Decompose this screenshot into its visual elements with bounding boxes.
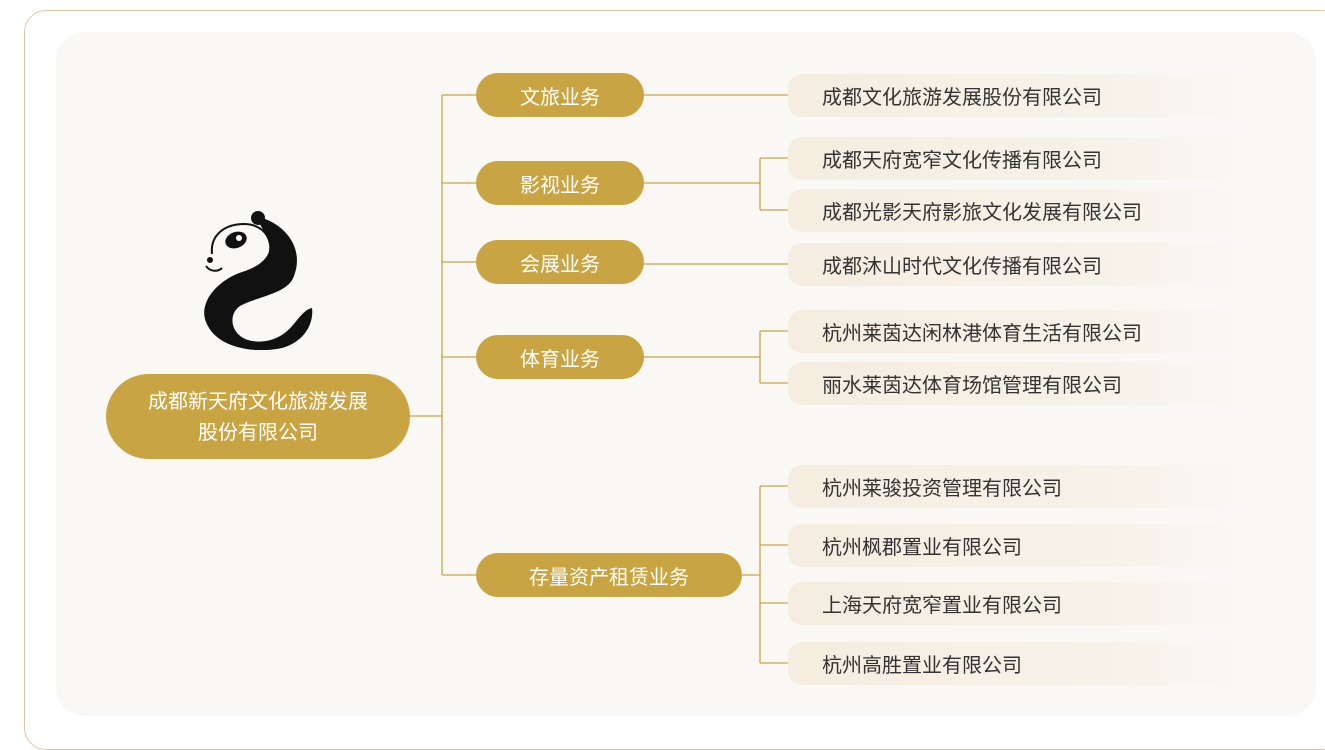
business-node-yingshi: 影视业务 xyxy=(476,161,644,205)
root-company-label: 成都新天府文化旅游发展股份有限公司 xyxy=(148,388,368,444)
company-node: 杭州高胜置业有限公司 xyxy=(788,642,1248,685)
business-node-tiyu: 体育业务 xyxy=(476,335,644,379)
company-node: 成都文化旅游发展股份有限公司 xyxy=(788,74,1248,117)
company-node: 成都天府宽窄文化传播有限公司 xyxy=(788,137,1248,180)
connector-lines xyxy=(410,94,788,664)
company-node: 成都沐山时代文化传播有限公司 xyxy=(788,243,1248,286)
business-node-wenlv: 文旅业务 xyxy=(476,73,644,117)
business-node-huizhan: 会展业务 xyxy=(476,240,644,284)
root-company-node: 成都新天府文化旅游发展股份有限公司 xyxy=(106,374,410,459)
company-node: 杭州莱骏投资管理有限公司 xyxy=(788,465,1248,508)
company-node: 成都光影天府影旅文化发展有限公司 xyxy=(788,189,1248,232)
panda-icon xyxy=(204,211,313,350)
company-node: 上海天府宽窄置业有限公司 xyxy=(788,582,1248,625)
company-node: 杭州莱茵达闲林港体育生活有限公司 xyxy=(788,310,1248,353)
company-node: 杭州枫郡置业有限公司 xyxy=(788,524,1248,567)
company-node: 丽水莱茵达体育场馆管理有限公司 xyxy=(788,362,1248,405)
business-node-zulin: 存量资产租赁业务 xyxy=(476,553,742,597)
